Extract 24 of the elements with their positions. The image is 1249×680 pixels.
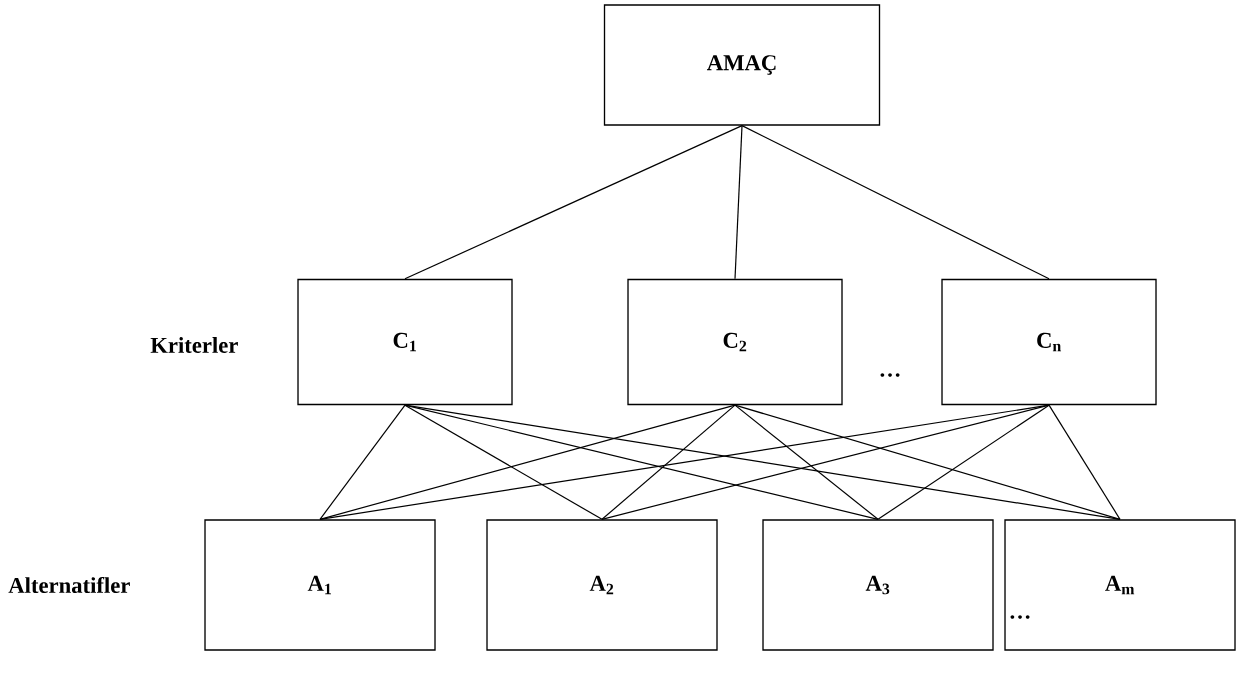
connector-line: [877, 404, 1050, 520]
level-label: Kriterler: [150, 337, 238, 353]
level-label: Alternatifler: [8, 576, 130, 594]
node-box: A$_{3}$: [762, 519, 994, 651]
connector-line: [601, 404, 1050, 520]
connector-line: [734, 125, 743, 280]
goal-box: AMAÇ: [603, 4, 881, 126]
connector-line: [404, 404, 1121, 520]
ellipsis: …: [880, 373, 900, 377]
node-box: A$_{1}$: [204, 519, 436, 651]
connector-line: [1048, 404, 1121, 520]
connector-line: [734, 404, 879, 520]
node-box: A$_{2}$: [486, 519, 718, 651]
connector-line: [601, 404, 736, 520]
connector-line: [734, 404, 1121, 520]
node-box: C$_{n}$: [941, 278, 1157, 406]
ellipsis: …: [1010, 615, 1030, 619]
connector-line: [404, 125, 743, 280]
node-box: C$_{2}$: [627, 278, 843, 406]
connector-line: [319, 404, 406, 520]
node-box: C$_{1}$: [297, 278, 513, 406]
connector-line: [404, 404, 603, 520]
connector-line: [319, 404, 736, 520]
connector-line: [741, 125, 1050, 280]
